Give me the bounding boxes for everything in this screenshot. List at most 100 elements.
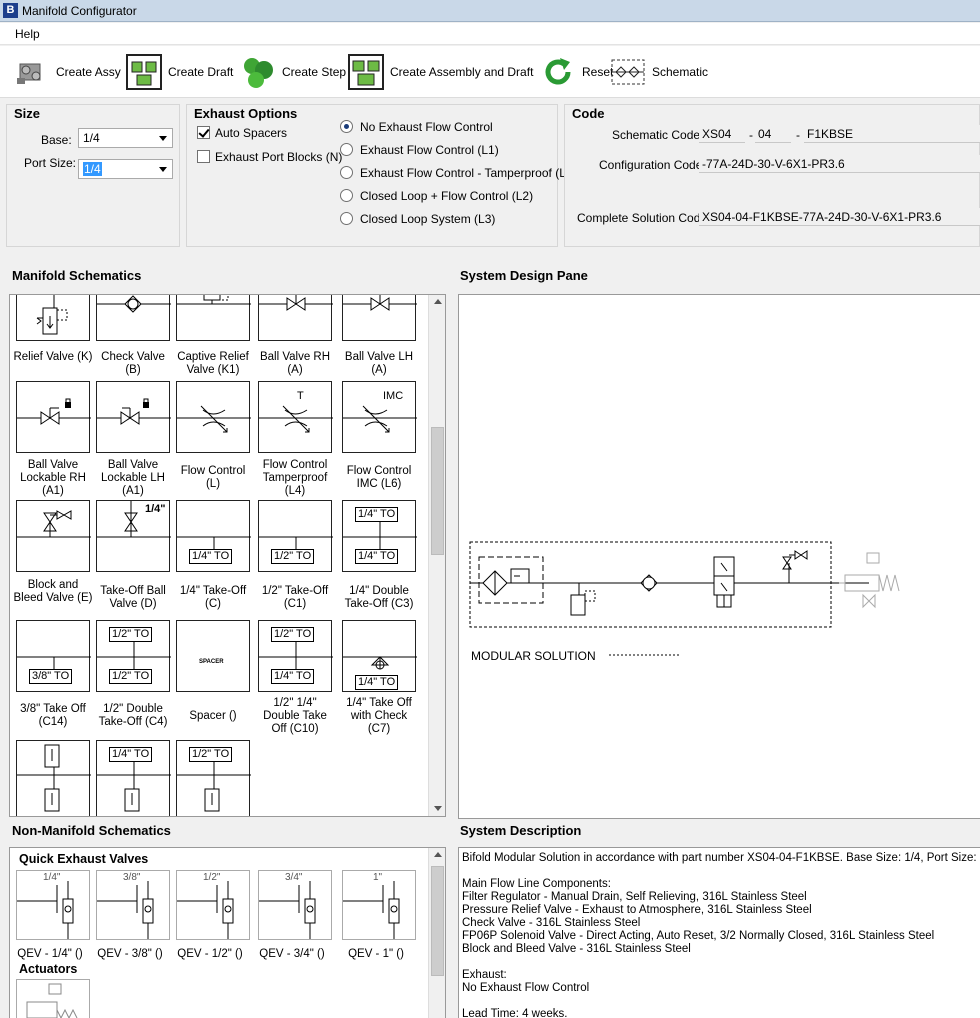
actuator-tile[interactable] — [16, 979, 90, 1018]
half-take-off-tile[interactable]: 1/2" TO — [258, 500, 333, 572]
double-take-off-icon — [97, 641, 171, 669]
block-and-bleed-valve-icon — [17, 510, 91, 538]
create-assy-button[interactable]: Create Assy — [14, 52, 121, 92]
option-label: No Exhaust Flow Control — [360, 120, 493, 134]
scroll-up-icon[interactable] — [434, 852, 442, 857]
tile-caption: QEV - 1/2" () — [177, 948, 243, 960]
relief-valve-double-tile[interactable] — [16, 740, 91, 816]
radio-closed-loop-flow-control[interactable] — [340, 189, 353, 202]
schematic-code-part-a[interactable]: XS04 — [699, 125, 745, 143]
qev-three-eighths-tile[interactable]: 3/8" — [96, 870, 170, 940]
manifold-scrollbar[interactable] — [428, 295, 445, 816]
qev-heading: Quick Exhaust Valves — [19, 852, 149, 866]
take-off-relief-icon — [97, 761, 171, 812]
exhaust-heading: Exhaust Options — [194, 106, 298, 121]
auto-spacers-checkbox[interactable] — [197, 126, 210, 139]
relief-valve-tile[interactable] — [16, 295, 90, 341]
ball-valve-lockable-rh-icon — [17, 398, 91, 425]
schematic-button[interactable]: Schematic — [610, 52, 708, 92]
create-draft-button[interactable]: Create Draft — [126, 52, 233, 92]
quick-exhaust-valve-icon — [177, 881, 234, 939]
captive-relief-valve-tile[interactable] — [176, 295, 251, 341]
ball-valve-lockable-rh-tile[interactable] — [16, 381, 91, 453]
reset-button[interactable]: Reset — [540, 52, 613, 92]
take-off-with-check-tile[interactable]: 1/4" TO — [342, 620, 417, 692]
code-dash: - — [749, 128, 753, 142]
refresh-icon — [545, 58, 571, 85]
ball-valve-rh-tile[interactable] — [258, 295, 333, 341]
size-label: 1" — [373, 872, 383, 883]
complete-solution-code-field[interactable]: XS04-04-F1KBSE-77A-24D-30-V-6X1-PR3.6 — [699, 208, 980, 226]
base-label: Base: — [41, 133, 72, 147]
tile-caption: QEV - 3/4" () — [259, 948, 325, 960]
scroll-thumb[interactable] — [431, 866, 444, 976]
create-step-button[interactable]: Create Step — [240, 52, 346, 92]
description-line: Main Flow Line Components: — [462, 878, 611, 890]
exhaust-port-blocks-checkbox[interactable] — [197, 150, 210, 163]
take-off-check-icon — [343, 656, 417, 670]
relief-valve-icon — [17, 744, 91, 812]
spacer-tile[interactable]: SPACER — [176, 620, 250, 692]
ball-valve-lockable-lh-icon — [97, 398, 171, 425]
complete-solution-code-label: Complete Solution Code: — [577, 211, 711, 225]
quarter-take-off-relief-tile[interactable]: 1/4" TO — [96, 740, 171, 816]
half-double-take-off-tile[interactable]: 1/2" TO 1/2" TO — [96, 620, 171, 692]
flow-control-imc-tile[interactable]: IMC — [342, 381, 417, 453]
qev-half-tile[interactable]: 1/2" — [176, 870, 250, 940]
scroll-down-icon[interactable] — [434, 806, 442, 811]
quick-exhaust-valve-icon — [343, 881, 400, 939]
qev-three-quarter-tile[interactable]: 3/4" — [258, 870, 332, 940]
half-quarter-double-take-off-tile[interactable]: 1/2" TO 1/4" TO — [258, 620, 333, 692]
radio-closed-loop-system[interactable] — [340, 212, 353, 225]
code-dash: - — [796, 128, 800, 142]
code-heading: Code — [572, 106, 605, 121]
tile-caption: Ball Valve RH (A) — [259, 351, 331, 376]
system-description-text[interactable]: Bifold Modular Solution in accordance wi… — [458, 847, 980, 1018]
check-valve-tile[interactable] — [96, 295, 171, 341]
qev-one-inch-tile[interactable]: 1" — [342, 870, 416, 940]
tile-caption: Ball Valve Lockable RH (A1) — [20, 459, 86, 497]
flow-control-tile[interactable] — [176, 381, 251, 453]
qev-quarter-tile[interactable]: 1/4" — [16, 870, 90, 940]
take-off-relief-icon — [177, 761, 251, 812]
ball-valve-rh-icon — [259, 295, 333, 311]
take-off-label: 1/4" TO — [355, 675, 399, 690]
take-off-ball-valve-tile[interactable]: 1/4" — [96, 500, 171, 572]
base-select[interactable]: 1/4 — [78, 128, 173, 148]
system-design-pane[interactable]: MODULAR SOLUTION — [458, 294, 980, 819]
size-label: 3/4" — [285, 872, 303, 883]
tile-caption: Flow Control Tamperproof (L4) — [262, 459, 328, 497]
configuration-code-field[interactable]: -77A-24D-30-V-6X1-PR3.6 — [699, 155, 980, 173]
flow-control-tamperproof-tile[interactable]: T — [258, 381, 333, 453]
half-take-off-relief-tile[interactable]: 1/2" TO — [176, 740, 251, 816]
schematic-code-part-b[interactable]: 04 — [755, 125, 791, 143]
quarter-double-take-off-tile[interactable]: 1/4" TO 1/4" TO — [342, 500, 417, 572]
schematic-code-part-c[interactable]: F1KBSE — [804, 125, 980, 143]
scroll-thumb[interactable] — [431, 427, 444, 555]
schematic-code-label: Schematic Code: — [612, 128, 704, 142]
size-label: 1/2" — [203, 872, 221, 883]
menu-bar: Help — [0, 23, 980, 45]
non-manifold-scrollbar[interactable] — [428, 848, 445, 1018]
non-manifold-heading: Non-Manifold Schematics — [12, 823, 171, 838]
system-schematic-diagram — [469, 541, 900, 656]
port-size-select[interactable]: 1/4 — [78, 159, 173, 179]
radio-exhaust-flow-control-tamperproof[interactable] — [340, 166, 353, 179]
double-take-off-icon — [343, 521, 417, 549]
ball-valve-lh-tile[interactable] — [342, 295, 417, 341]
tamperproof-label: T — [297, 390, 304, 402]
three-eighths-take-off-tile[interactable]: 3/8" TO — [16, 620, 91, 692]
ball-valve-lockable-lh-tile[interactable] — [96, 381, 171, 453]
tile-caption: Spacer () — [189, 710, 237, 722]
take-off-label: 1/4" TO — [271, 669, 315, 684]
radio-exhaust-flow-control[interactable] — [340, 143, 353, 156]
block-and-bleed-valve-tile[interactable] — [16, 500, 91, 572]
scroll-up-icon[interactable] — [434, 299, 442, 304]
create-assembly-draft-button[interactable]: Create Assembly and Draft — [348, 52, 533, 92]
menu-help[interactable]: Help — [15, 27, 40, 41]
toolbar: Create Assy Create Draft Create Step Cre… — [0, 46, 980, 98]
radio-no-exhaust-flow-control[interactable] — [340, 120, 353, 133]
take-off-label: 1/2" TO — [189, 747, 233, 762]
quarter-take-off-tile[interactable]: 1/4" TO — [176, 500, 251, 572]
system-description-heading: System Description — [460, 823, 582, 838]
